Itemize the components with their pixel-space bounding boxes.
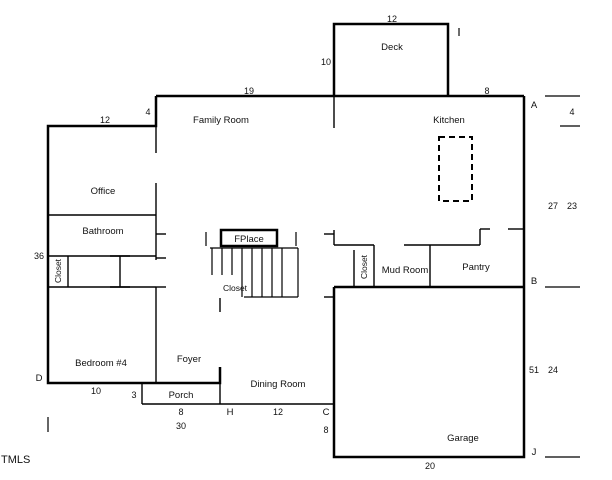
foyer-wall [142,367,222,385]
staircase [205,232,299,298]
label-dining-room: Dining Room [251,379,306,390]
label-pantry: Pantry [462,262,490,273]
label-garage: Garage [447,433,479,444]
watermark: TMLS [1,454,30,466]
label-closet-center: Closet [223,283,248,293]
label-bedroom4: Bedroom #4 [75,358,127,369]
dim-top-left: 19 [244,86,254,96]
dimension-lines [47,28,580,458]
dim-right-upper-outer: 23 [567,201,577,211]
label-foyer: Foyer [177,354,201,365]
label-closet-right: Closet [359,254,369,279]
label-closet-left: Closet [53,258,63,283]
dim-porch-depth: 3 [131,390,136,400]
label-fireplace: FPlace [234,234,264,245]
dim-right-lower-outer: 24 [548,365,558,375]
corner-c: C [323,407,330,418]
dim-dining-width: 12 [273,407,283,417]
label-porch: Porch [169,390,194,401]
dim-deck-width: 12 [387,14,397,24]
dim-overall-bottom: 30 [176,421,186,431]
label-kitchen: Kitchen [433,115,465,126]
kitchen-island [438,136,473,202]
fireplace-box [219,228,279,248]
corner-h: H [227,407,234,418]
office-top-wall [46,96,158,385]
exterior-walls [46,22,526,459]
dim-right-top: 4 [569,107,574,117]
corner-i: I [458,28,461,39]
deck-outline [332,22,450,96]
label-bathroom: Bathroom [82,226,123,237]
dim-office-width: 12 [100,115,110,125]
label-mud-room: Mud Room [382,265,429,276]
corner-a: A [531,100,538,111]
corner-b: B [531,276,537,287]
corner-d: D [36,373,43,384]
dim-garage-width: 20 [425,461,435,471]
label-deck: Deck [381,42,403,53]
interior-walls [48,96,524,405]
dim-right-upper-inner: 27 [548,201,558,211]
label-family-room: Family Room [193,115,249,126]
dim-top-right: 8 [484,86,489,96]
corner-j: J [532,447,537,458]
dim-porch-width: 8 [178,407,183,417]
dim-office-offset: 4 [145,107,150,117]
dim-left-height: 36 [34,251,44,261]
dim-right-lower-inner: 51 [529,365,539,375]
dim-bottom-left: 10 [91,386,101,396]
garage-outline [332,287,526,459]
label-office: Office [91,186,116,197]
dim-garage-offset: 8 [323,425,328,435]
dim-deck-depth: 10 [321,57,331,67]
